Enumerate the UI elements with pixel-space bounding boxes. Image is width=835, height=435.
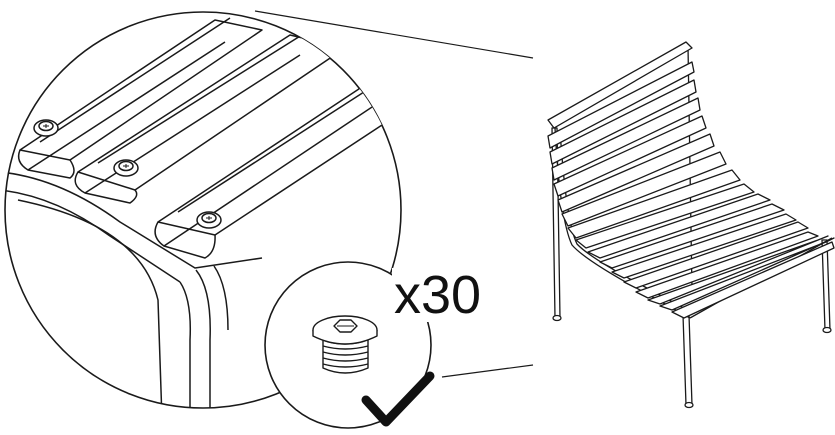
leader-line-bottom <box>441 364 534 378</box>
screw-head-2 <box>113 159 139 177</box>
quantity-label: x30 <box>392 265 484 325</box>
checkmark-icon <box>361 371 435 427</box>
hex-socket-screw-icon <box>312 315 378 374</box>
screw-head-1 <box>33 119 59 137</box>
screw-callout <box>264 261 435 429</box>
screw-head-3 <box>196 211 222 229</box>
leader-line-top <box>254 10 534 59</box>
slatted-lounge-chair-icon <box>547 41 835 409</box>
